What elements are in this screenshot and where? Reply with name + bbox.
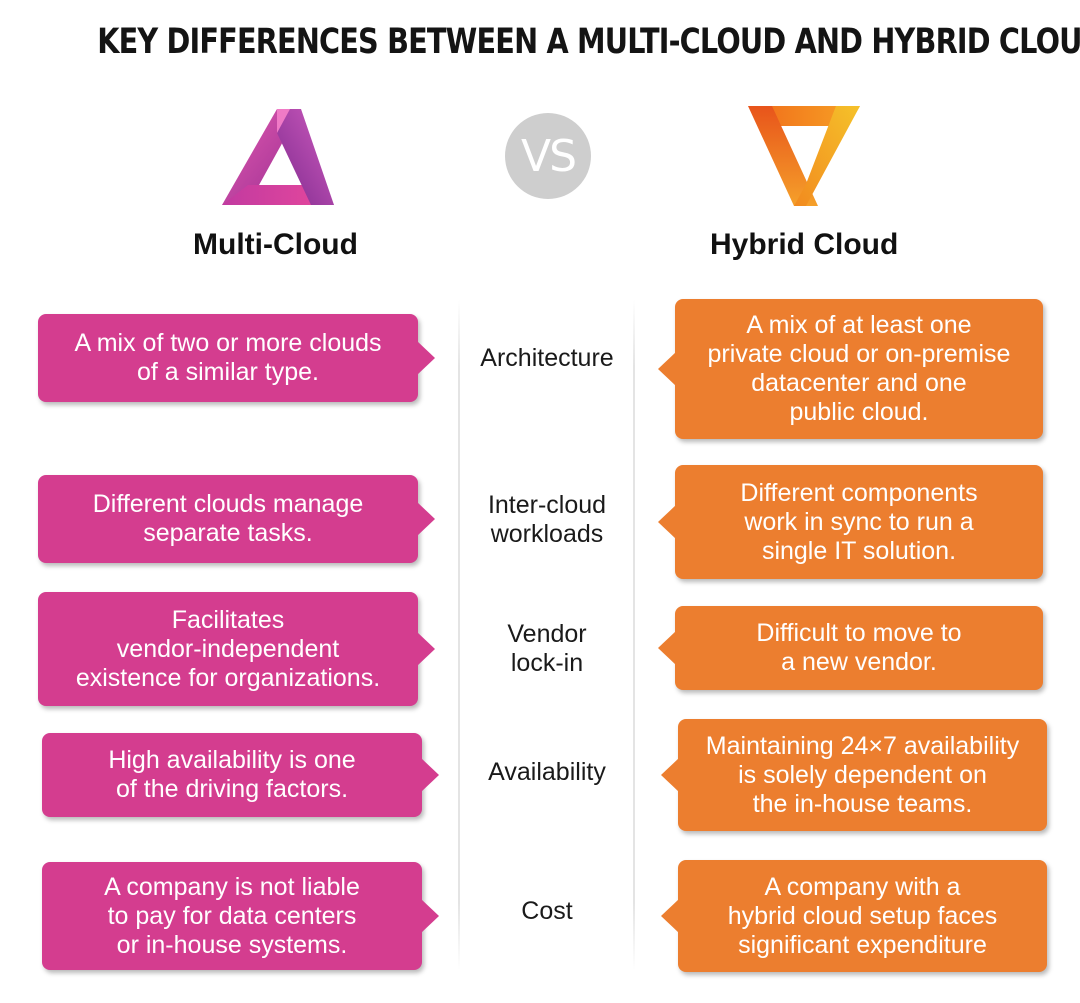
multi-cloud-workloads-box: Different clouds manage separate tasks.	[38, 475, 435, 563]
multi-cloud-cost-box: A company is not liable to pay for data …	[42, 862, 439, 970]
vs-badge: VS	[505, 113, 591, 199]
row-label-architecture: Architecture	[480, 344, 614, 372]
page-title: KEY DIFFERENCES BETWEEN A MULTI-CLOUD AN…	[97, 22, 1080, 62]
hybrid-cloud-availability-box: Maintaining 24×7 availability is solely …	[661, 719, 1047, 831]
hybrid-cloud-architecture-box: A mix of at least one private cloud or o…	[658, 299, 1043, 439]
multi-cloud-heading: Multi-Cloud	[193, 228, 358, 261]
multi-cloud-architecture-box: A mix of two or more clouds of a similar…	[38, 314, 435, 402]
column-divider	[633, 300, 635, 970]
column-divider	[458, 300, 460, 970]
hybrid-cloud-vendor-box: Difficult to move to a new vendor.	[658, 606, 1043, 690]
multi-cloud-vendor-box: Facilitates vendor-independent existence…	[38, 592, 435, 706]
row-label-availability: Availability	[488, 758, 606, 786]
row-label-vendor: Vendor lock-in	[507, 620, 587, 677]
hybrid-cloud-heading: Hybrid Cloud	[710, 228, 899, 261]
hybrid-cloud-workloads-box: Different components work in sync to run…	[658, 465, 1043, 579]
hybrid-cloud-cost-box: A company with a hybrid cloud setup face…	[661, 860, 1047, 972]
multi-cloud-availability-box: High availability is one of the driving …	[42, 733, 439, 817]
row-label-workloads: Inter-cloud workloads	[487, 491, 607, 548]
pink-triangle-logo-icon	[222, 109, 334, 205]
orange-inverted-triangle-logo-icon	[748, 106, 860, 206]
row-label-cost: Cost	[521, 897, 573, 925]
